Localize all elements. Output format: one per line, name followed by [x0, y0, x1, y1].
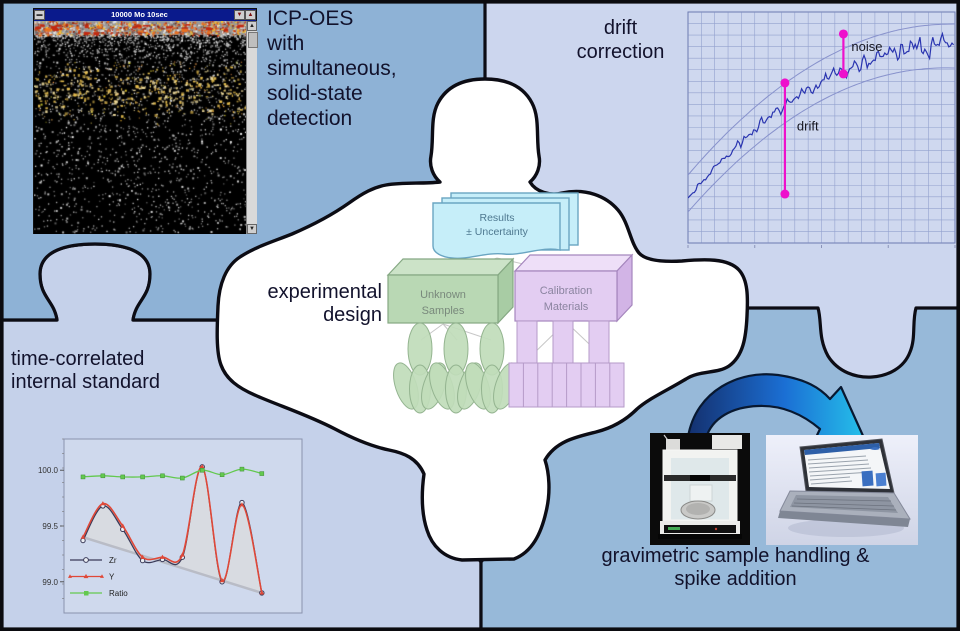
- drift-correction-chart: noise drift: [687, 11, 956, 248]
- label-line: gravimetric sample handling &: [601, 545, 870, 567]
- window-titlebar: ▬ 10000 Mo 10sec ▼ ▲: [34, 9, 256, 21]
- drift-chart-area: noise drift: [687, 11, 956, 248]
- webpage-thumbnail: [861, 470, 874, 487]
- y-tick-label: 99.0: [42, 578, 58, 587]
- laptop-photo: [766, 435, 918, 545]
- drift-correction-label: drift correction: [548, 16, 693, 64]
- internal-standard-chart: 100.0 99.5 99.0 ZrY Ratio: [38, 438, 303, 614]
- legend-label: Ratio: [109, 589, 128, 598]
- legend-label: Zr: [109, 556, 117, 565]
- experimental-design-label: experimental design: [246, 281, 382, 327]
- results-sheet-front: [432, 202, 561, 260]
- noise-marker: noise: [838, 29, 882, 79]
- calibration-materials-box: [513, 253, 634, 323]
- label-line: experimental: [267, 281, 382, 303]
- scroll-up-icon[interactable]: ▲: [247, 21, 257, 31]
- results-card-label: Results ± Uncertainty: [430, 211, 564, 239]
- label-line: internal standard: [11, 371, 160, 393]
- label-line: spike addition: [674, 568, 797, 590]
- label-line: ± Uncertainty: [466, 226, 528, 238]
- flow-arrow: [686, 373, 866, 452]
- calibration-racks: [508, 320, 625, 408]
- annotation-label: noise: [851, 39, 882, 54]
- scroll-down-icon[interactable]: ▼: [247, 224, 257, 234]
- minimize-icon[interactable]: ▼: [234, 10, 245, 20]
- webpage-header: [804, 443, 880, 455]
- y-tick-label: 100.0: [38, 466, 59, 475]
- y-tick-label: 99.5: [42, 522, 58, 531]
- label-line: Materials: [543, 301, 589, 313]
- system-menu-icon[interactable]: ▬: [34, 10, 45, 20]
- webpage-text: [807, 455, 873, 485]
- label-line: Samples: [421, 305, 465, 317]
- label-line: detection: [267, 107, 353, 130]
- annotation-label: drift: [797, 118, 819, 133]
- vertical-scrollbar[interactable]: ▲ ▼: [246, 21, 258, 234]
- maximize-icon[interactable]: ▲: [245, 10, 256, 20]
- label-line: Calibration: [539, 285, 593, 297]
- label-line: drift: [603, 17, 638, 39]
- label-line: design: [323, 304, 382, 326]
- scrollbar-thumb[interactable]: [248, 32, 258, 48]
- unknown-samples-label: Unknown Samples: [388, 287, 498, 319]
- series-Y: [80, 464, 265, 595]
- drift-axis-ticks: [687, 245, 956, 248]
- label-line: with: [267, 32, 305, 55]
- label-line: Results: [479, 212, 515, 224]
- drift-grid: [688, 12, 955, 243]
- balance-display: [664, 525, 736, 533]
- label-line: ICP-OES: [267, 7, 354, 30]
- calibration-materials-label: Calibration Materials: [515, 283, 617, 315]
- label-line: time-correlated: [11, 348, 145, 370]
- ts-chart-area: 100.0 99.5 99.0 ZrY Ratio: [38, 438, 303, 614]
- ts-legend: ZrY Ratio: [68, 556, 128, 598]
- label-line: correction: [576, 41, 665, 63]
- gravimetric-label: gravimetric sample handling & spike addi…: [578, 545, 893, 591]
- detector-ccd-image: [34, 21, 246, 234]
- sample-vials: [393, 322, 519, 414]
- label-line: simultaneous,: [267, 57, 397, 80]
- envelope-curves: [688, 23, 955, 213]
- drift-marker: drift: [780, 78, 819, 199]
- unknown-samples-box: [386, 257, 515, 325]
- ts-axis: 100.0 99.5 99.0: [38, 438, 64, 599]
- detector-image-window: ▬ 10000 Mo 10sec ▼ ▲ ▲ ▼: [33, 8, 258, 234]
- trend-line: [82, 535, 263, 595]
- legend-label: Y: [109, 573, 115, 582]
- label-line: Unknown: [420, 289, 466, 301]
- internal-standard-label: time-correlated internal standard: [11, 348, 160, 394]
- window-title: 10000 Mo 10sec: [111, 10, 168, 19]
- weight-box: [712, 435, 742, 449]
- label-line: solid-state: [267, 82, 363, 105]
- balance-photo: [650, 433, 750, 545]
- results-stack: [432, 192, 579, 260]
- experimental-design-graphic: [386, 192, 634, 414]
- signal-trace: [688, 31, 955, 199]
- icp-oes-label: ICP-OES with simultaneous, solid-state d…: [267, 6, 397, 131]
- series-Ratio: [80, 466, 265, 481]
